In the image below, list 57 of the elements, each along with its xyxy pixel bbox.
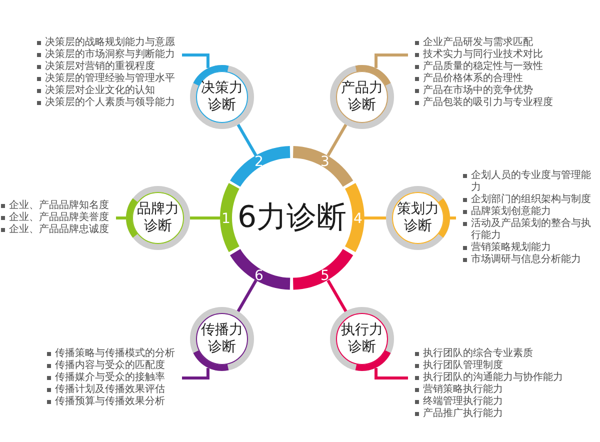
connector-line: [326, 124, 348, 156]
leader-line: [374, 54, 408, 68]
connector-line: [326, 280, 348, 312]
segment-number: 2: [254, 154, 264, 170]
leader-line: [374, 368, 408, 380]
list-item: 传播预算与传播效果分析: [47, 396, 175, 408]
list-item: 传播媒介与受众的接触率: [47, 372, 175, 384]
segment-number: 4: [354, 210, 362, 227]
leader-line: [182, 54, 210, 68]
segment-number: 1: [222, 210, 230, 227]
connector-line: [236, 124, 258, 156]
circle-label: 执行力诊断: [340, 322, 384, 356]
connector-line: [190, 216, 220, 220]
list-item: 产品包装的吸引力与专业程度: [415, 97, 553, 109]
circle-label: 产品力诊断: [340, 80, 384, 114]
list-item: 产品推广执行能力: [415, 408, 563, 420]
segment-number: 6: [254, 268, 264, 284]
list-item: 决策层对企业文化的认知: [37, 85, 175, 97]
list-item: 执行团队的沟通能力与协作能力: [415, 372, 563, 384]
list-item: 产品价格体系的合理性: [415, 73, 553, 85]
list-item: 传播策略与传播模式的分析: [47, 348, 175, 360]
hub-label: 6力诊断: [237, 200, 347, 236]
segment-number: 3: [320, 154, 330, 170]
leader-line: [116, 216, 126, 220]
list-item: 决策层对营销的重视程度: [37, 61, 175, 73]
list-item: 企业、产品品牌忠诚度: [1, 224, 109, 236]
leader-line: [182, 368, 210, 380]
list-item: 活动及产品策划的整合与执行能力: [463, 218, 599, 242]
list-item: 企划部门的组织架构与制度: [463, 194, 599, 206]
list-item: 企业产品研发与需求匹配: [415, 37, 553, 49]
list-item: 品牌策划创意能力: [463, 206, 599, 218]
list-item: 终端管理执行能力: [415, 396, 563, 408]
circle-label: 策划力诊断: [396, 201, 440, 235]
list-item: 执行团队管理制度: [415, 360, 563, 372]
list-item: 营销策略规划能力: [463, 242, 599, 254]
list-item: 执行团队的综合专业素质: [415, 348, 563, 360]
list-item: 企业、产品品牌知名度: [1, 200, 109, 212]
circle-label: 决策力诊断: [200, 80, 244, 114]
segment-number: 5: [320, 268, 330, 284]
list-item: 决策层的管理经验与管理水平: [37, 73, 175, 85]
list-item: 决策层的战略规划能力与意愿: [37, 37, 175, 49]
list-item: 企业、产品品牌美誉度: [1, 212, 109, 224]
leader-line: [450, 216, 456, 220]
list-item: 营销策略执行能力: [415, 384, 563, 396]
circle-label: 品牌力诊断: [136, 201, 180, 235]
list-item: 传播内容与受众的匹配度: [47, 360, 175, 372]
list-item: 产品在市场中的竞争优势: [415, 85, 553, 97]
list-item: 产品质量的稳定性与一致性: [415, 61, 553, 73]
circle-label: 传播力诊断: [200, 322, 244, 356]
list-item: 决策层的市场洞察与判断能力: [37, 49, 175, 61]
connector-line: [364, 216, 386, 220]
list-item: 传播计划及传播效果评估: [47, 384, 175, 396]
list-item: 决策层的个人素质与领导能力: [37, 97, 175, 109]
list-item: 技术实力与同行业技术对比: [415, 49, 553, 61]
list-item: 市场调研与信息分析能力: [463, 254, 599, 266]
list-item: 企划人员的专业度与管理能力: [463, 170, 599, 194]
connector-line: [236, 280, 258, 312]
